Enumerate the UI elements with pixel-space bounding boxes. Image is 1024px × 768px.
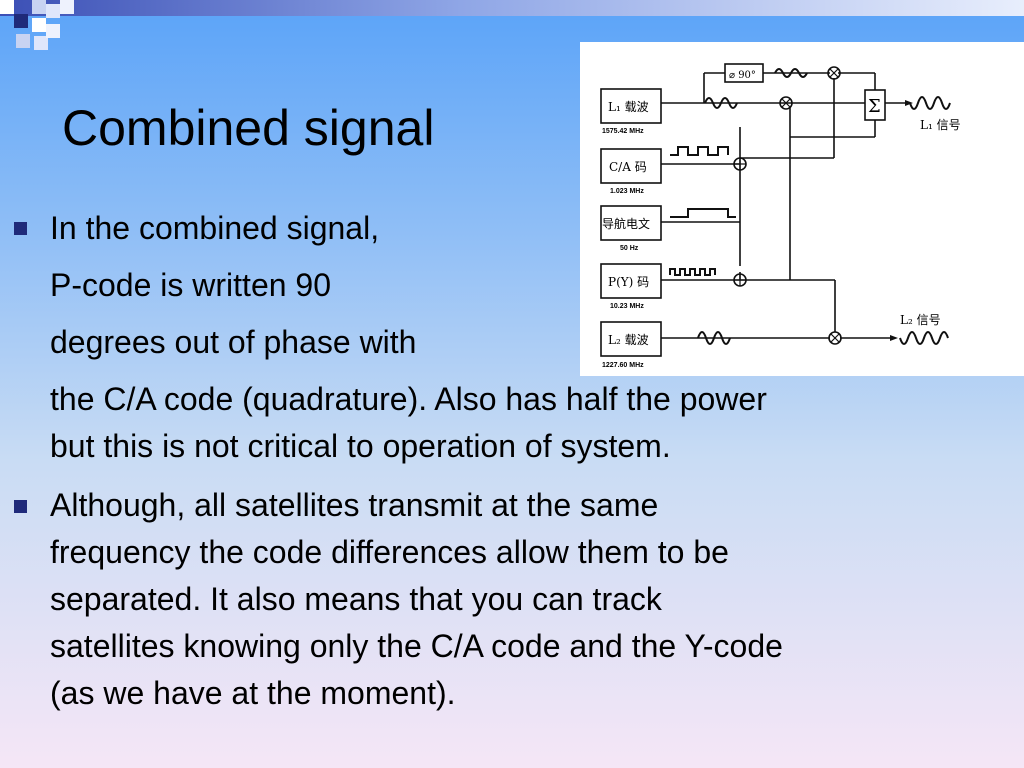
- ca-freq-label: 1.023 MHz: [610, 188, 644, 195]
- l2-carrier-label: L₂ 载波: [608, 333, 649, 347]
- l2-freq-label: 1227.60 MHz: [602, 362, 644, 369]
- nav-message-label: 导航电文: [602, 216, 650, 231]
- phase-shift-label: ⌀ 90°: [729, 70, 756, 81]
- l2-signal-label: L₂ 信号: [900, 313, 941, 327]
- nav-freq-label: 50 Hz: [620, 245, 639, 252]
- bullet-2-line-2: frequency the code differences allow the…: [50, 534, 729, 570]
- bullet-2-line-4: satellites knowing only the C/A code and…: [50, 628, 783, 664]
- top-decor-bar: [0, 0, 1024, 16]
- py-freq-label: 10.23 MHz: [610, 303, 644, 310]
- l1-carrier-label: L₁ 载波: [608, 100, 649, 114]
- summation-label: Σ: [868, 96, 881, 117]
- bullet-2-line-1: Although, all satellites transmit at the…: [50, 487, 659, 523]
- bullet-1-line-5: but this is not critical to operation of…: [50, 428, 671, 464]
- corner-decor-squares: [0, 0, 80, 60]
- bullet-1-line-1: In the combined signal,: [50, 210, 380, 246]
- slide-title: Combined signal: [62, 100, 435, 156]
- bullet-2-line-5: (as we have at the moment).: [50, 675, 456, 711]
- gps-signal-diagram: L₁ 载波 1575.42 MHz C/A 码 1.023 MHz 导航电文 5…: [580, 42, 1024, 376]
- py-code-label: P(Y) 码: [608, 275, 649, 289]
- ca-code-label: C/A 码: [609, 160, 647, 174]
- l1-signal-label: L₁ 信号: [920, 118, 961, 132]
- bullet-marker: [14, 222, 27, 235]
- l1-freq-label: 1575.42 MHz: [602, 128, 644, 135]
- bullet-2-line-3: separated. It also means that you can tr…: [50, 581, 662, 617]
- bullet-marker: [14, 500, 27, 513]
- bullet-1-line-2: P-code is written 90: [50, 267, 332, 303]
- bullet-1-line-4: the C/A code (quadrature). Also has half…: [50, 381, 767, 417]
- bullet-1-line-3: degrees out of phase with: [50, 324, 417, 360]
